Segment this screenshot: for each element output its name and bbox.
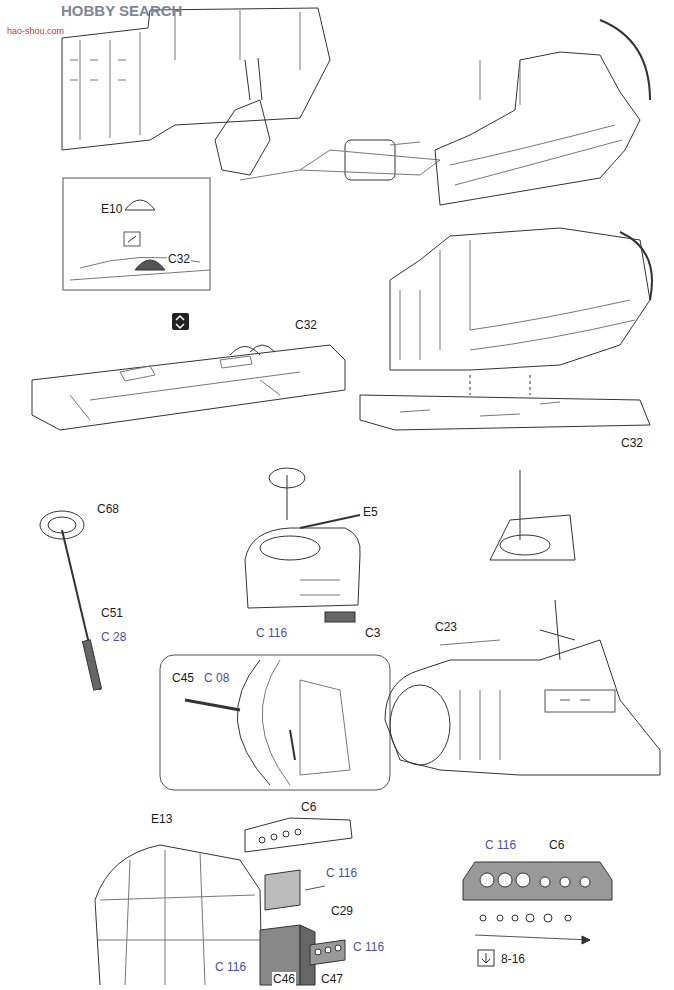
paint-code: C 116 [484,838,517,852]
part-number: C32 [620,436,644,450]
part-number: E5 [362,505,379,519]
paint-code: C 116 [214,960,247,974]
part-number: C32 [167,252,191,266]
part-number: C23 [434,620,458,634]
watermark: HOBBY SEARCH [60,4,183,18]
part-number: C45 [171,671,195,685]
paint-code: C 116 [325,866,358,880]
watermark: hao-shou.com [6,24,65,38]
part-number: E10 [100,202,123,216]
part-number: C47 [320,972,344,986]
paint-code: C 28 [100,630,127,644]
paint-code: C 116 [255,626,288,640]
part-number: C29 [330,904,354,918]
part-number: C3 [364,626,381,640]
part-number: C46 [272,972,296,986]
part-number: C68 [96,502,120,516]
part-number: C32 [294,318,318,332]
paint-code: C 116 [352,940,385,954]
part-number: C6 [300,800,317,814]
paint-code: C 08 [203,671,230,685]
part-number: E13 [150,812,173,826]
part-number: C6 [548,838,565,852]
part-number: C51 [100,606,124,620]
reference-number: 8-16 [500,952,526,966]
